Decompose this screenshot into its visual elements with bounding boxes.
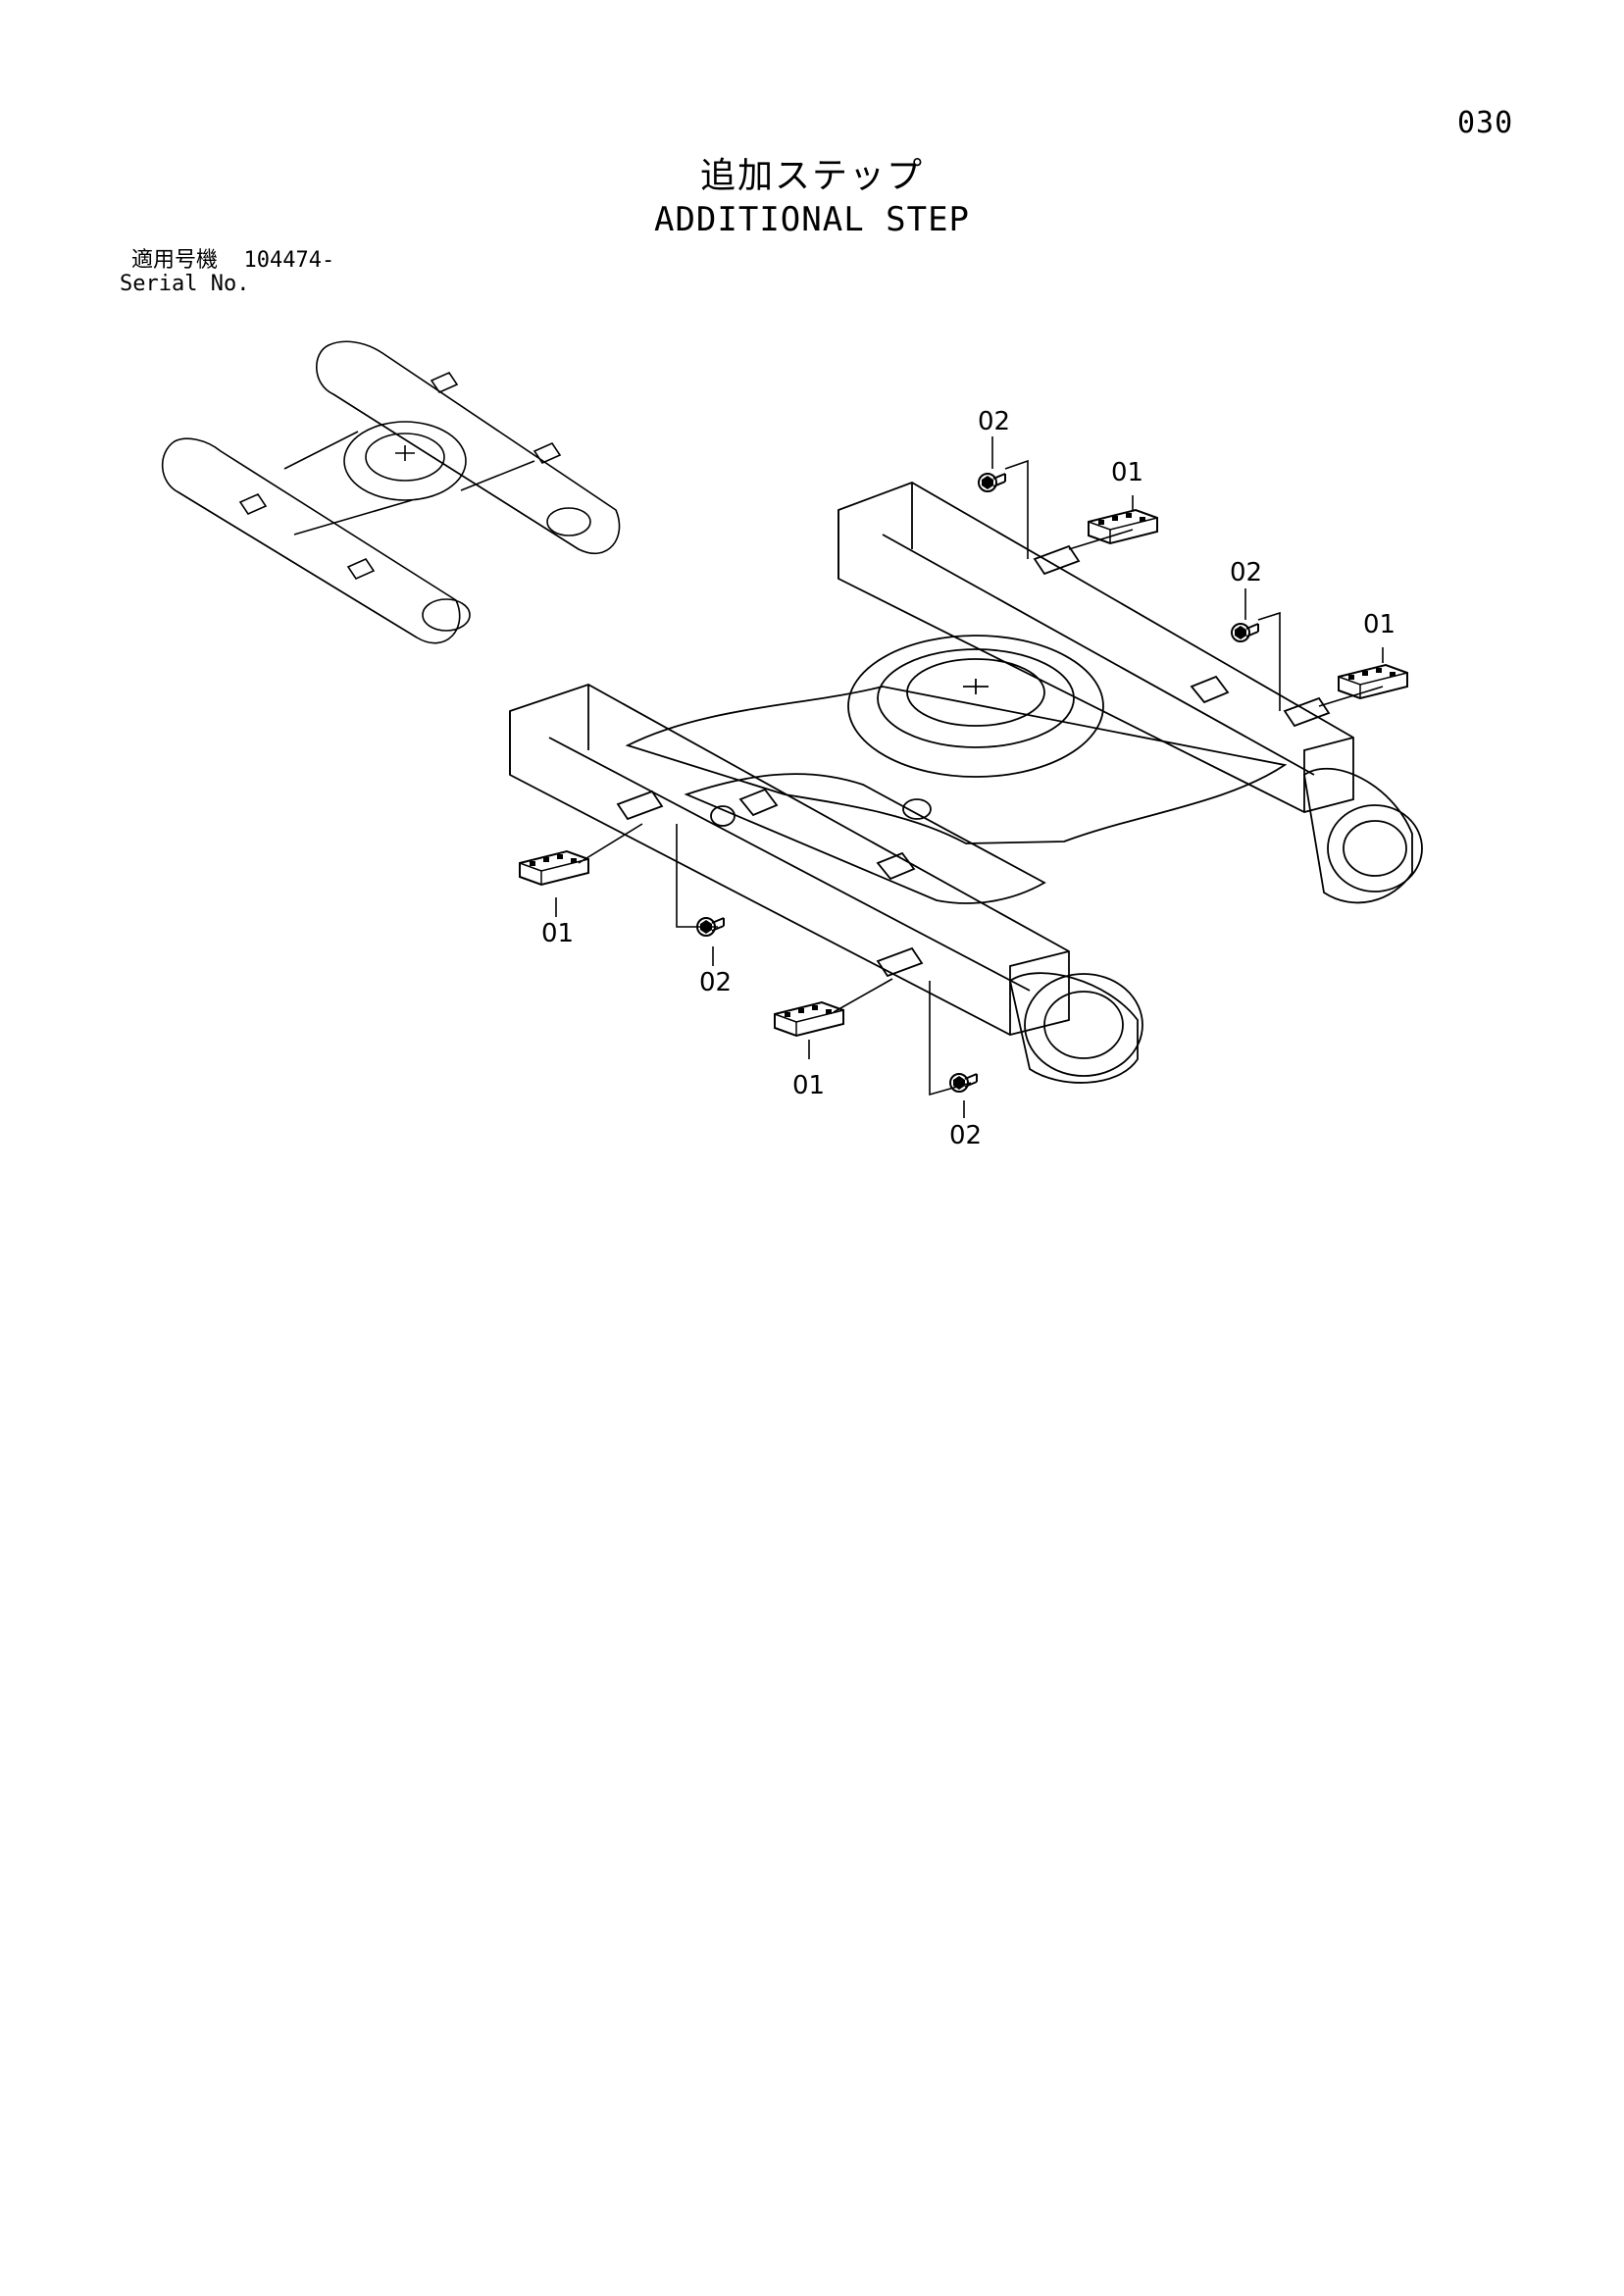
callout-label: 02 bbox=[949, 1121, 982, 1150]
step-bracket-rear-right bbox=[1338, 664, 1408, 699]
main-track-frame bbox=[509, 482, 1423, 1084]
serial-block: 適用号機 104474- Serial No. bbox=[120, 249, 334, 296]
callout-label: 01 bbox=[1363, 610, 1396, 639]
leader-lines bbox=[555, 436, 1384, 1118]
serial-number: 104474- bbox=[243, 248, 335, 273]
page-title-japanese: 追加ステップ bbox=[699, 156, 924, 196]
overview-undercarriage bbox=[161, 340, 621, 644]
callout-label: 02 bbox=[978, 407, 1010, 436]
callout-label: 02 bbox=[699, 968, 732, 997]
serial-label-english: Serial No. bbox=[120, 272, 250, 296]
bolt-rear-right bbox=[1231, 623, 1259, 642]
bolt-front-right bbox=[949, 1073, 978, 1093]
step-bracket-rear-left bbox=[1088, 509, 1158, 544]
bolt-rear-left bbox=[978, 473, 1006, 492]
page-title-english: ADDITIONAL STEP bbox=[653, 200, 971, 239]
callout-label: 01 bbox=[1111, 458, 1143, 487]
step-bracket-front-left bbox=[519, 850, 589, 886]
callout-label: 01 bbox=[541, 919, 574, 948]
serial-label-japanese: 適用号機 bbox=[131, 248, 219, 273]
callout-label: 01 bbox=[792, 1071, 825, 1100]
callout-label: 02 bbox=[1230, 558, 1262, 587]
page-number: 030 bbox=[1457, 106, 1514, 140]
step-bracket-front-right bbox=[774, 1001, 844, 1037]
